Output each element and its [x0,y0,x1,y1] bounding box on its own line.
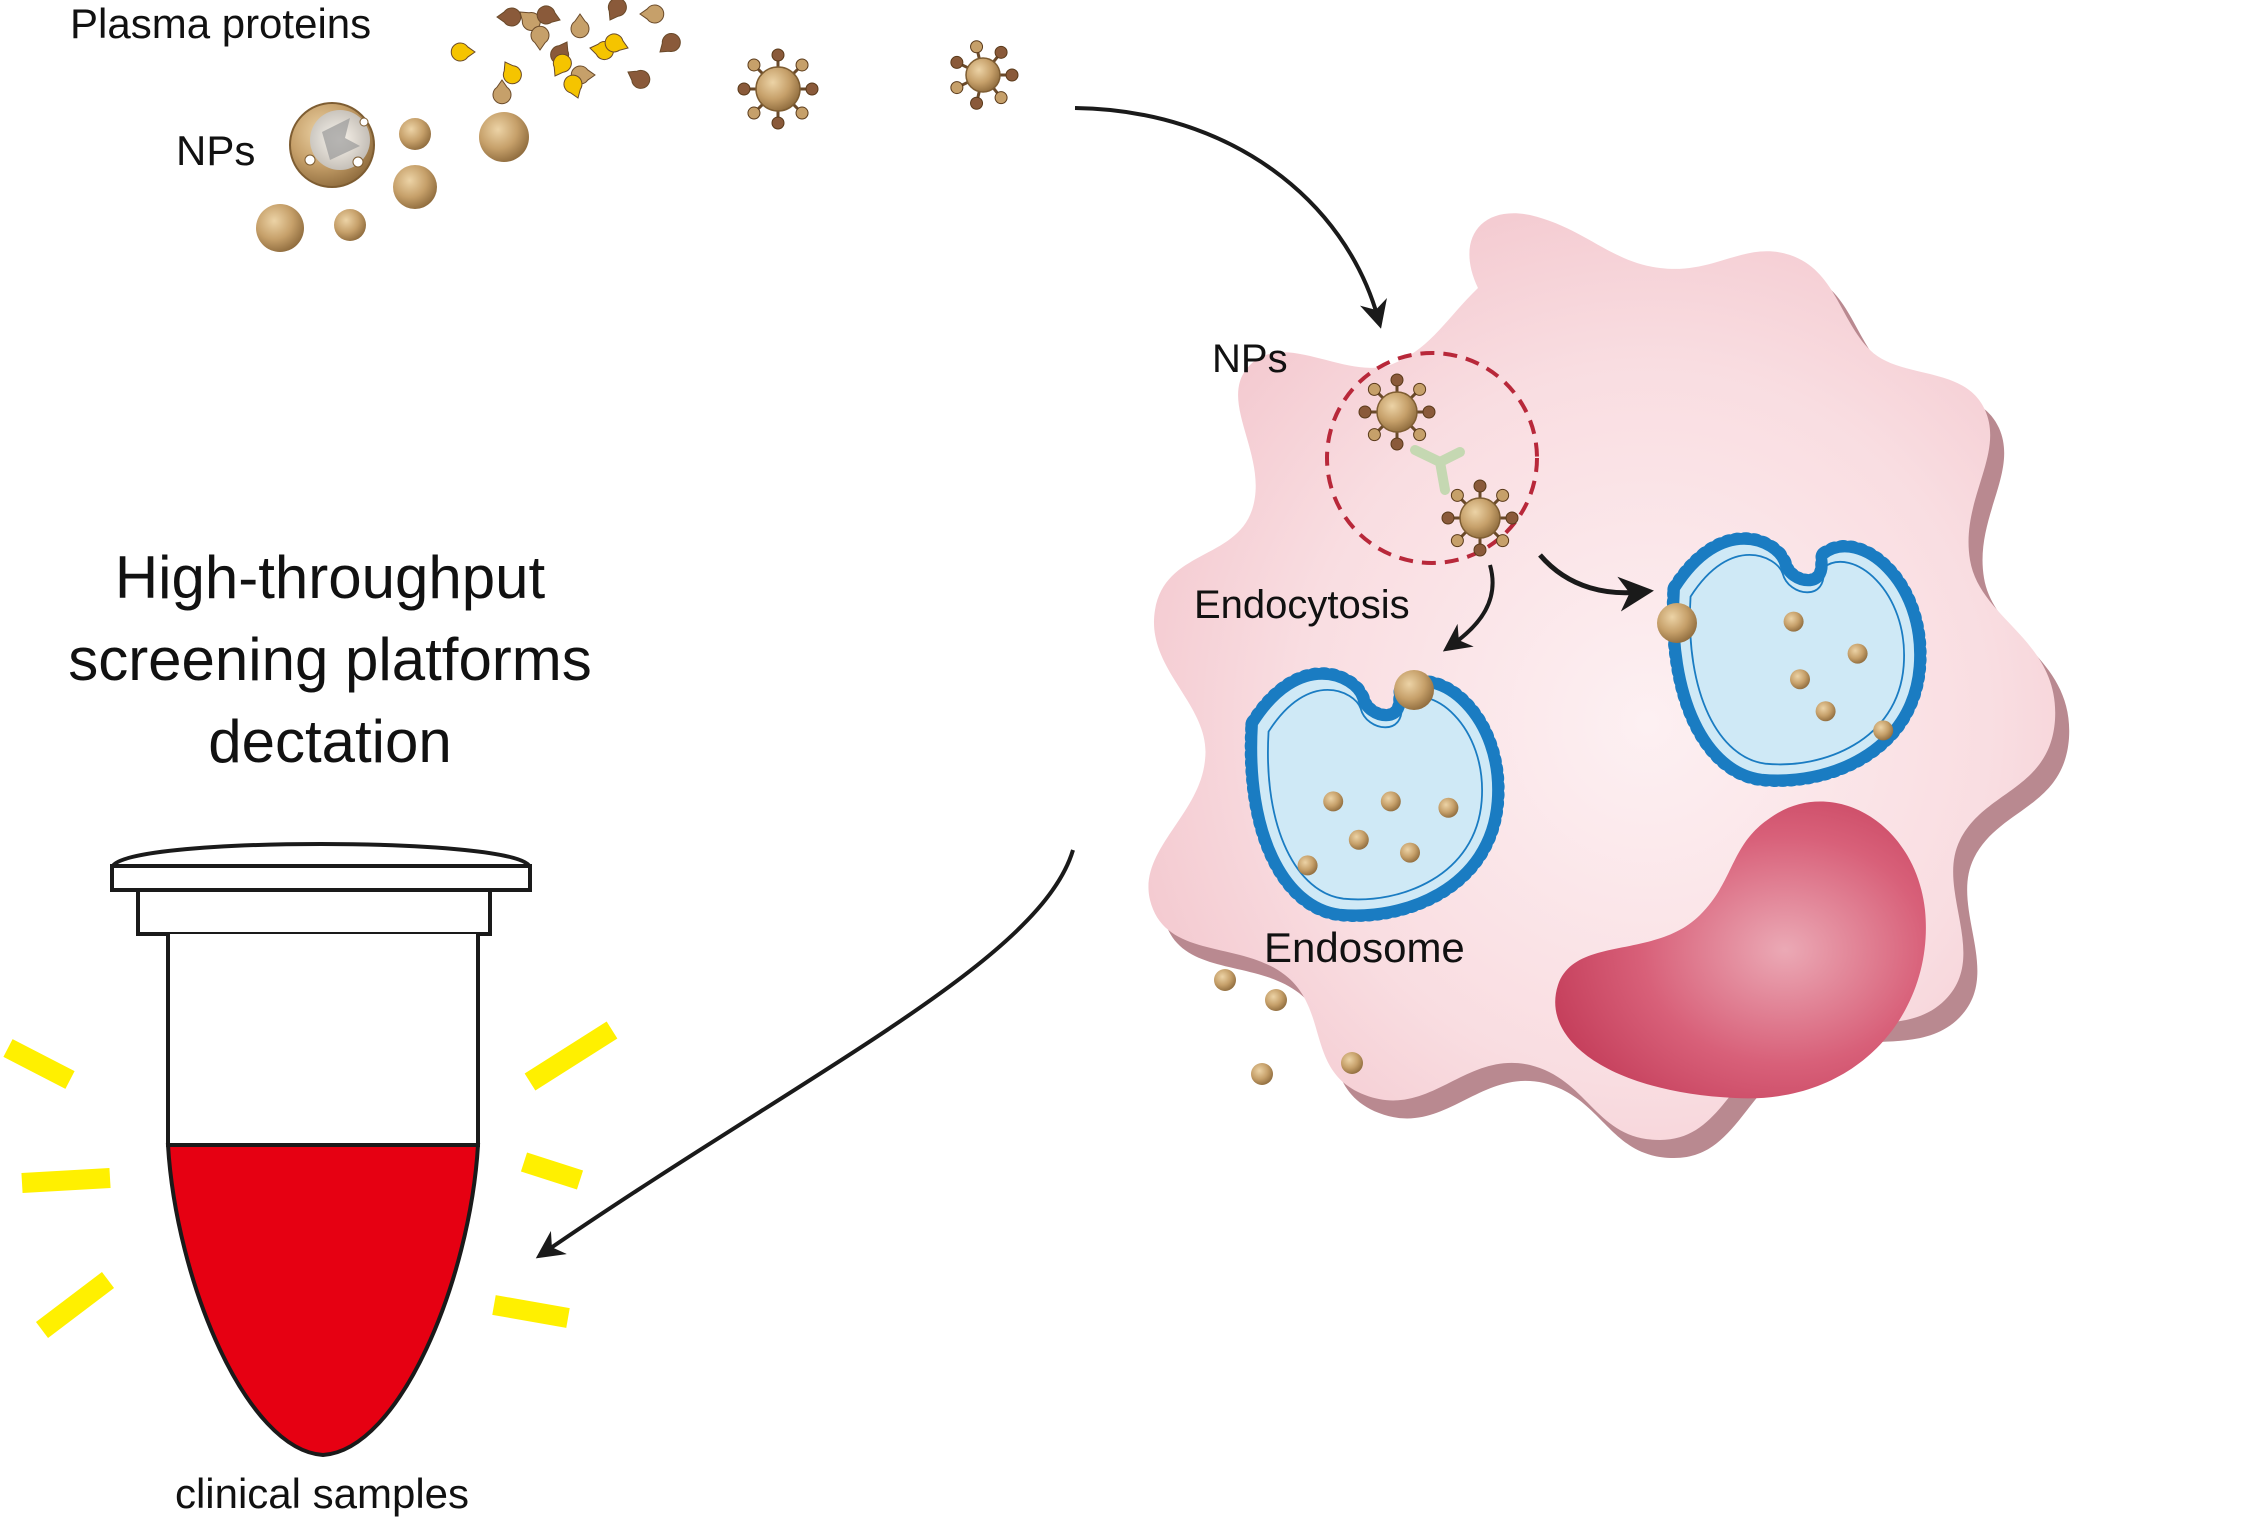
nanoparticle [1873,720,1894,741]
endosome-left [1244,667,1505,922]
clinical-samples-label: clinical samples [175,1470,469,1517]
endosome-label: Endosome [1264,924,1465,971]
plain-nanoparticles [256,112,529,252]
protein-icon [530,25,550,51]
nps-cell-label: NPs [1212,337,1288,381]
glow-ray [35,1272,115,1338]
glow-ray [520,1152,584,1190]
nanoparticle [1783,611,1804,632]
protein-corona-nanoparticle [1441,479,1519,557]
nucleus [1555,801,1926,1099]
nanoparticle [1847,643,1868,664]
nanoparticle [1657,603,1697,643]
arrow-to-cell [1074,106,1387,329]
porous-nanoparticle [289,102,375,188]
nps-top-label: NPs [176,127,255,174]
protein-icon [570,13,590,39]
nanoparticle [393,165,437,209]
nanoparticle [399,118,431,150]
glow-ray [524,1021,618,1091]
glow-ray [492,1295,570,1328]
protein-icon [502,61,522,85]
nanoparticle [1323,791,1344,812]
arrow-to-second-endosome [1538,553,1654,612]
platform-title-line2: screening platforms [68,626,592,693]
protein-icon [659,33,681,53]
protein-icon [450,42,476,62]
plasma-proteins-label: Plasma proteins [70,0,371,47]
protein-icon [639,4,665,24]
protein-corona-nanoparticle [1358,373,1436,451]
sample-tube [110,842,532,1458]
protein-icon [607,0,627,21]
protein-corona-nanoparticle [950,40,1019,110]
endocytosis-label: Endocytosis [1194,583,1410,627]
blood-sample [165,1143,481,1458]
platform-title-line3: dectation [208,708,452,775]
nanoparticle [1438,797,1459,818]
protein-icon [536,5,561,25]
nanoparticle [1214,969,1236,991]
nanoparticle [1348,829,1369,850]
arrow-to-tube [535,849,1075,1259]
protein-icon [604,33,629,53]
nanoparticle [1251,1063,1273,1085]
nanoparticle [1815,701,1836,722]
nanoparticle [1380,791,1401,812]
plasma-protein-cluster [450,0,681,105]
nanoparticle [1341,1052,1363,1074]
dashed-highlight-circle [1325,351,1539,565]
protein-icon [627,69,651,89]
nanoparticle [1394,670,1434,710]
glow-ray [21,1168,111,1193]
protein-icon [492,79,512,105]
nanoparticle [1265,989,1287,1011]
nanoparticle [1400,842,1420,863]
protein-corona-nanoparticle [737,48,819,130]
protein-corona-nanoparticles [737,40,1019,130]
receptor [1410,445,1465,495]
nanoparticle [1790,669,1810,690]
nanoparticle [479,112,529,162]
endosome-right [1657,532,1927,787]
nanoparticle [334,209,366,241]
arrow-endocytosis [1442,564,1495,652]
cell-bound-nanoparticles [1358,373,1519,557]
glow-rays [3,1021,618,1338]
nanoparticle [256,204,304,252]
protein-icon [563,74,583,99]
glow-ray [3,1039,75,1089]
nanoparticle [1297,855,1318,876]
platform-title-line1: High-throughput [115,544,546,611]
cytoplasm-nanoparticles [1214,969,1363,1085]
protein-icon [552,53,572,77]
protein-icon [496,7,522,27]
